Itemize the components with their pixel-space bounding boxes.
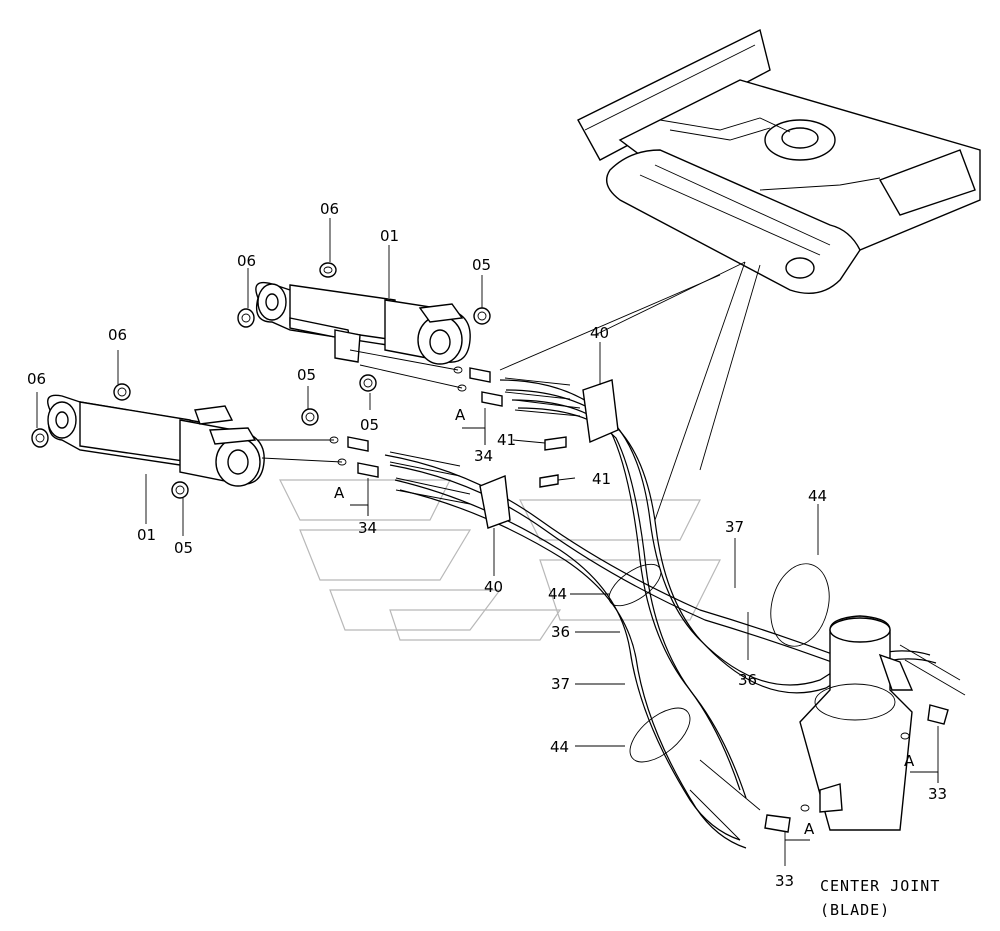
callout: 37: [551, 675, 570, 693]
seal-rings: [31, 262, 491, 499]
ring-05-right: [473, 307, 491, 325]
callout: 44: [550, 738, 569, 756]
blade-cylinder-lower: [47, 394, 265, 487]
ring-05-mid: [301, 408, 319, 426]
caption: CENTER JOINT (BLADE): [820, 877, 940, 919]
callout: A: [804, 820, 815, 838]
band-clamps-44: [608, 563, 830, 763]
callout: 05: [297, 366, 316, 384]
ring-06-lower: [113, 383, 131, 401]
background-watermark: [279, 479, 721, 641]
callout: 33: [775, 872, 794, 890]
caption-line1: CENTER JOINT: [820, 877, 940, 895]
callout: 41: [592, 470, 611, 488]
center-joint: [764, 615, 949, 833]
callout: 01: [380, 227, 399, 245]
callout: 33: [928, 785, 947, 803]
ring-05-bottom: [171, 481, 189, 499]
callout: 05: [174, 539, 193, 557]
callout: 37: [725, 518, 744, 536]
callout: 01: [137, 526, 156, 544]
clamps-40: [479, 379, 619, 529]
callout: 40: [484, 578, 503, 596]
callout: 36: [738, 671, 757, 689]
callout: 44: [548, 585, 567, 603]
callout-labels: 06 01 06 05 06 06 05 05 A 34 40 41 41 A …: [27, 200, 947, 890]
callout: A: [334, 484, 345, 502]
excavator-undercarriage: [577, 28, 981, 294]
fittings-34: [258, 349, 503, 478]
callout: 34: [474, 447, 493, 465]
callout: 36: [551, 623, 570, 641]
callout: 41: [497, 431, 516, 449]
callout: 05: [472, 256, 491, 274]
callout: 06: [27, 370, 46, 388]
callout: 44: [808, 487, 827, 505]
callout: 34: [358, 519, 377, 537]
callout: 06: [320, 200, 339, 218]
ring-05-mid2: [359, 374, 377, 392]
ring-06-top: [319, 262, 337, 278]
callout: 06: [108, 326, 127, 344]
callout: 06: [237, 252, 256, 270]
callout: 40: [590, 324, 609, 342]
projection-lines: [499, 261, 761, 521]
ring-06-far: [31, 428, 49, 448]
callout: A: [455, 406, 466, 424]
caption-line2: (BLADE): [820, 901, 890, 919]
leader-lines: [36, 218, 939, 866]
ring-06-left: [237, 308, 255, 328]
callout: 05: [360, 416, 379, 434]
bolts-41: [539, 436, 567, 488]
blade-cylinder-upper: [255, 281, 471, 365]
callout: A: [904, 752, 915, 770]
